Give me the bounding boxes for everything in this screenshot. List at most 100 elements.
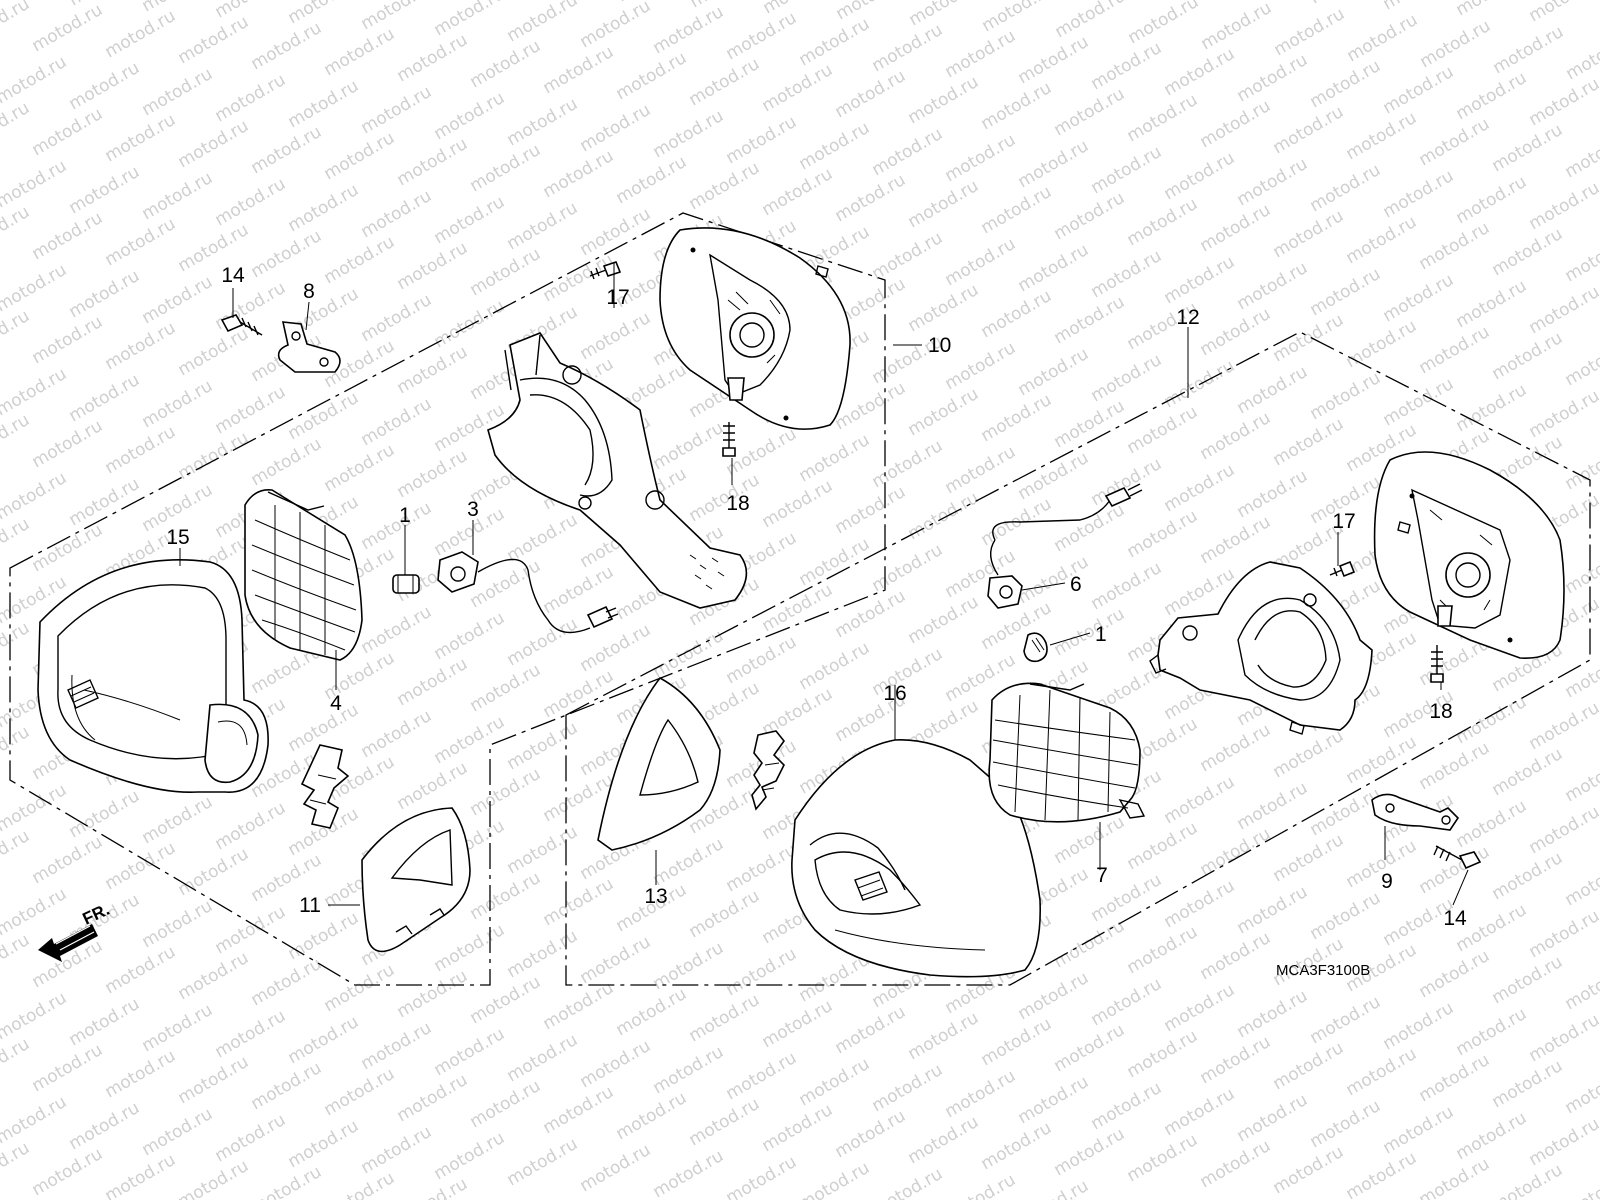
svg-text:motod.ru: motod.ru [613,48,691,104]
svg-text:motod.ru: motod.ru [905,280,983,336]
svg-text:motod.ru: motod.ru [504,510,582,566]
svg-text:motod.ru: motod.ru [175,116,253,172]
svg-text:motod.ru: motod.ru [832,170,910,226]
svg-text:motod.ru: motod.ru [1088,350,1166,406]
svg-text:motod.ru: motod.ru [212,174,290,230]
svg-text:motod.ru: motod.ru [1161,876,1239,932]
svg-text:motod.ru: motod.ru [358,602,436,658]
svg-text:motod.ru: motod.ru [1270,830,1348,886]
svg-text:motod.ru: motod.ru [431,296,509,352]
svg-text:motod.ru: motod.ru [139,168,217,224]
callout-15: 15 [166,526,189,549]
svg-text:motod.ru: motod.ru [1161,1084,1239,1140]
svg-text:motod.ru: motod.ru [1234,466,1312,522]
svg-text:motod.ru: motod.ru [869,228,947,284]
svg-text:motod.ru: motod.ru [0,988,70,1044]
svg-text:motod.ru: motod.ru [650,626,728,682]
svg-text:motod.ru: motod.ru [321,440,399,496]
svg-text:motod.ru: motod.ru [1124,1130,1202,1186]
svg-text:motod.ru: motod.ru [1526,282,1600,338]
svg-text:motod.ru: motod.ru [1453,1004,1531,1060]
svg-text:motod.ru: motod.ru [29,520,107,576]
svg-text:motod.ru: motod.ru [102,942,180,998]
svg-text:motod.ru: motod.ru [1489,328,1567,384]
svg-text:motod.ru: motod.ru [1015,240,1093,296]
svg-text:motod.ru: motod.ru [869,1164,947,1200]
svg-text:motod.ru: motod.ru [905,488,983,544]
svg-text:motod.ru: motod.ru [1270,310,1348,366]
svg-text:motod.ru: motod.ru [175,844,253,900]
svg-text:motod.ru: motod.ru [540,1082,618,1138]
svg-text:motod.ru: motod.ru [321,128,399,184]
bulb-part-1-left [392,574,420,594]
svg-text:motod.ru: motod.ru [942,130,1020,186]
callout-3: 3 [467,498,479,521]
svg-text:motod.ru: motod.ru [394,30,472,86]
svg-text:motod.ru: motod.ru [577,100,655,156]
svg-text:motod.ru: motod.ru [504,198,582,254]
svg-text:motod.ru: motod.ru [1307,368,1385,424]
svg-text:motod.ru: motod.ru [467,660,545,716]
svg-text:motod.ru: motod.ru [1124,506,1202,562]
screw-part-18-right [1430,645,1444,683]
svg-text:motod.ru: motod.ru [613,152,691,208]
svg-text:motod.ru: motod.ru [285,1012,363,1068]
callout-12: 12 [1176,306,1199,329]
svg-text:motod.ru: motod.ru [1562,1166,1600,1200]
svg-text:motod.ru: motod.ru [577,932,655,988]
svg-text:motod.ru: motod.ru [394,446,472,502]
svg-text:motod.ru: motod.ru [212,1110,290,1166]
svg-text:motod.ru: motod.ru [978,390,1056,446]
svg-text:motod.ru: motod.ru [139,376,217,432]
callout-17-left: 17 [606,286,629,309]
svg-text:motod.ru: motod.ru [29,208,107,264]
callout-16: 16 [883,682,906,705]
svg-text:motod.ru: motod.ru [248,434,326,490]
svg-text:motod.ru: motod.ru [504,94,582,150]
svg-text:motod.ru: motod.ru [759,996,837,1052]
svg-text:motod.ru: motod.ru [1015,1072,1093,1128]
svg-text:motod.ru: motod.ru [869,1060,947,1116]
svg-text:motod.ru: motod.ru [906,0,984,30]
svg-text:motod.ru: motod.ru [723,840,801,896]
svg-text:motod.ru: motod.ru [1015,32,1093,88]
svg-text:motod.ru: motod.ru [285,0,363,28]
svg-text:motod.ru: motod.ru [796,118,874,174]
svg-text:motod.ru: motod.ru [759,1100,837,1156]
svg-text:motod.ru: motod.ru [504,1134,582,1190]
svg-text:motod.ru: motod.ru [0,1092,70,1148]
svg-text:motod.ru: motod.ru [1453,0,1531,20]
svg-text:motod.ru: motod.ru [504,0,582,46]
svg-text:motod.ru: motod.ru [942,26,1020,82]
svg-text:motod.ru: motod.ru [212,0,290,22]
svg-text:motod.ru: motod.ru [1416,946,1494,1002]
svg-text:motod.ru: motod.ru [869,436,947,492]
svg-text:motod.ru: motod.ru [431,192,509,248]
svg-text:motod.ru: motod.ru [175,1156,253,1200]
svg-text:motod.ru: motod.ru [1343,108,1421,164]
svg-text:motod.ru: motod.ru [1380,0,1458,14]
svg-text:motod.ru: motod.ru [139,272,217,328]
svg-text:motod.ru: motod.ru [1453,692,1531,748]
svg-text:motod.ru: motod.ru [614,0,692,6]
svg-text:motod.ru: motod.ru [1015,344,1093,400]
svg-text:motod.ru: motod.ru [358,706,436,762]
svg-text:motod.ru: motod.ru [212,382,290,438]
svg-text:motod.ru: motod.ru [1380,998,1458,1054]
svg-text:motod.ru: motod.ru [66,266,144,322]
svg-text:motod.ru: motod.ru [358,394,436,450]
svg-text:motod.ru: motod.ru [1526,0,1600,26]
svg-text:motod.ru: motod.ru [394,1070,472,1126]
svg-text:motod.ru: motod.ru [1270,1038,1348,1094]
svg-text:motod.ru: motod.ru [1453,1108,1531,1164]
leader-lines [179,262,1469,906]
svg-text:motod.ru: motod.ru [1088,1078,1166,1134]
svg-text:motod.ru: motod.ru [1234,0,1312,2]
svg-text:motod.ru: motod.ru [504,718,582,774]
svg-text:motod.ru: motod.ru [1526,802,1600,858]
svg-text:motod.ru: motod.ru [1490,22,1568,78]
svg-text:motod.ru: motod.ru [650,938,728,994]
svg-text:motod.ru: motod.ru [577,204,655,260]
svg-text:motod.ru: motod.ru [1234,986,1312,1042]
svg-text:motod.ru: motod.ru [504,1030,582,1086]
